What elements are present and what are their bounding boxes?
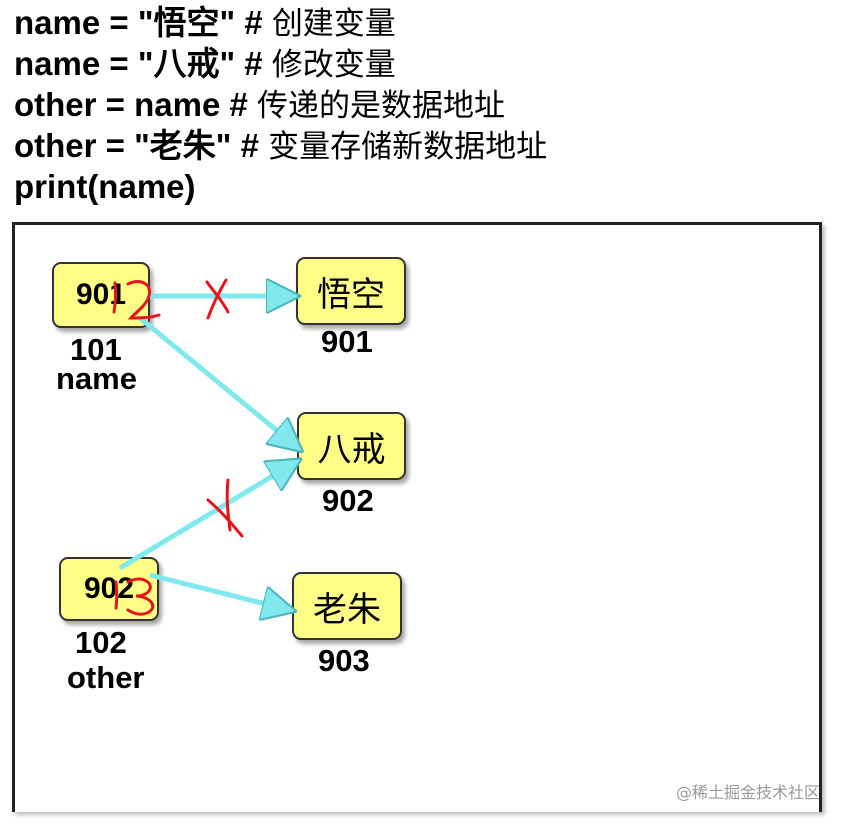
code-comment: 变量存储新数据地址 [268, 129, 548, 165]
object-address-laozhu: 903 [318, 643, 370, 678]
code-statement: name = "八戒" # [14, 45, 263, 82]
object-text-bajie: 八戒 [317, 429, 386, 470]
other-variable-label: other [67, 660, 145, 695]
code-line-3: other = name # 传递的是数据地址 [14, 84, 547, 125]
object-box-bajie: 八戒 [297, 412, 406, 480]
code-line-4: other = "老朱" # 变量存储新数据地址 [14, 125, 547, 166]
code-statement: other = "老朱" # [14, 127, 259, 164]
arrow-other-to-bajie [118, 462, 296, 571]
code-line-5: print(name) [14, 166, 547, 207]
other-variable-value: 902 [83, 572, 135, 605]
code-comment: 创建变量 [271, 6, 396, 42]
name-variable-value: 901 [75, 278, 127, 311]
handwritten-mark-2 [112, 280, 161, 320]
object-text-laozhu: 老朱 [313, 589, 381, 630]
code-comment: 修改变量 [271, 47, 396, 83]
code-statement: print(name) [14, 168, 196, 205]
code-block: name = "悟空" # 创建变量 name = "八戒" # 修改变量 ot… [14, 2, 547, 207]
arrow-name-to-bajie [138, 316, 298, 448]
object-address-wukong: 901 [321, 324, 373, 359]
cross-mark-1 [205, 278, 230, 320]
cross-mark-2 [206, 478, 244, 538]
code-statement: other = name # [14, 86, 248, 123]
arrow-other-to-laozhu [149, 572, 290, 610]
code-statement: name = "悟空" # [14, 4, 263, 41]
code-comment: 传递的是数据地址 [257, 88, 506, 124]
object-text-wukong: 悟空 [317, 274, 385, 315]
name-variable-address: 101 [70, 332, 122, 367]
name-variable-label: name [56, 361, 137, 396]
other-variable-box: 902 [59, 557, 159, 621]
watermark: @稀土掘金技术社区 [675, 783, 820, 802]
code-line-1: name = "悟空" # 创建变量 [14, 2, 547, 43]
object-box-laozhu: 老朱 [292, 572, 402, 640]
code-line-2: name = "八戒" # 修改变量 [14, 43, 547, 84]
handwritten-mark-3 [114, 577, 155, 616]
other-variable-address: 102 [75, 625, 127, 660]
object-address-bajie: 902 [322, 483, 374, 518]
diagram-frame [12, 222, 822, 812]
object-box-wukong: 悟空 [296, 257, 406, 325]
